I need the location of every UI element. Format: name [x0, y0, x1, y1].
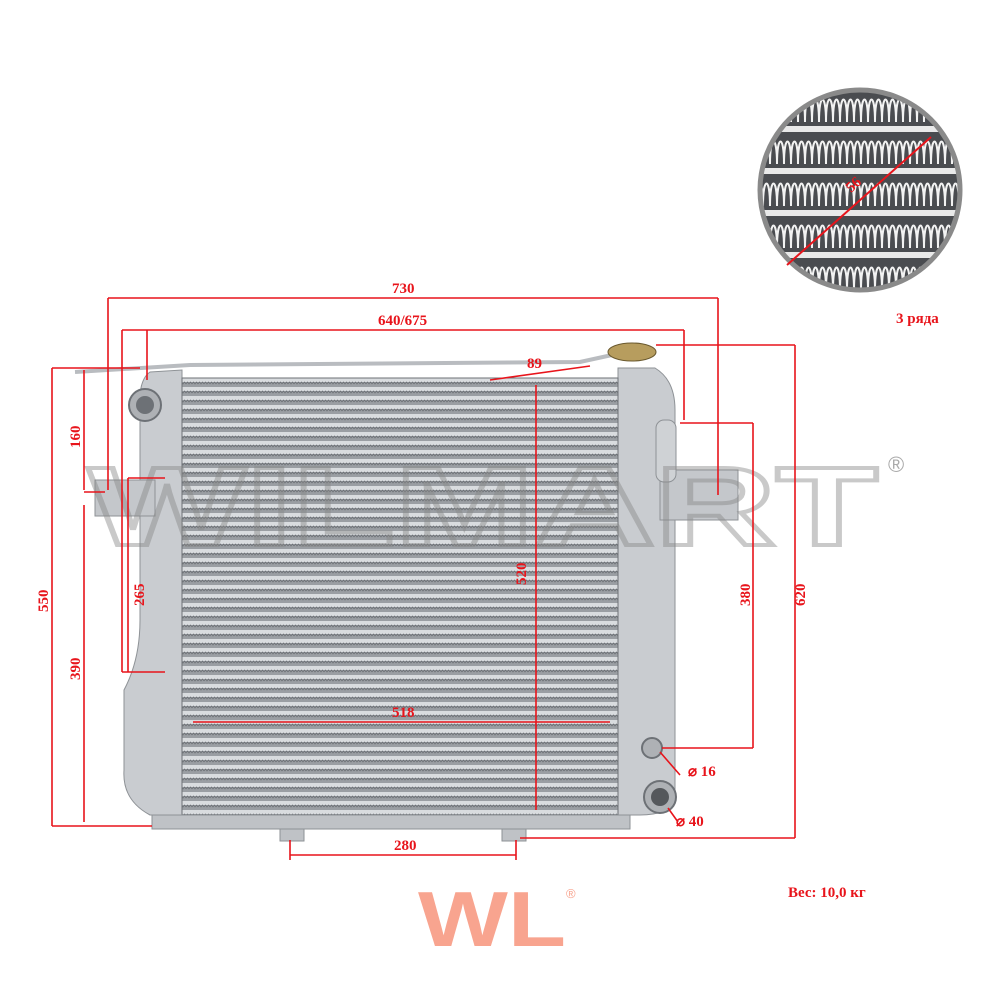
watermark-registered: ® [888, 452, 904, 477]
dimension-lines [51, 297, 796, 860]
foot-right [501, 828, 527, 842]
wl-logo-registered: ® [566, 886, 576, 901]
dim-overall-height-right: 620 [793, 584, 809, 607]
fin-inset [760, 90, 960, 290]
dim-core-height: 520 [514, 563, 530, 586]
dim-cap-offset: 89 [527, 356, 542, 372]
radiator-core [181, 377, 619, 816]
weight-label: Вес: 10,0 кг [788, 885, 866, 901]
dim-overall-width: 730 [392, 281, 415, 297]
dim-core-width: 640/675 [378, 313, 427, 329]
dim-right-pipe-height: 380 [738, 584, 754, 607]
dim-small-pipe-diameter: ⌀ 16 [688, 764, 716, 780]
dim-lower-bracket: 390 [68, 658, 84, 681]
foot-left [279, 828, 305, 842]
dim-overall-height-left: 550 [36, 590, 52, 613]
right-bracket [659, 469, 739, 521]
dim-core-inner-width: 518 [392, 705, 415, 721]
upper-pipe-right [655, 419, 677, 483]
dim-feet-spacing: 280 [394, 838, 417, 854]
inset-rows-label: 3 ряда [896, 311, 939, 327]
dim-top-bracket: 160 [68, 426, 84, 449]
watermark: WILMART [88, 444, 878, 569]
dim-large-pipe-diameter: ⌀ 40 [676, 814, 704, 830]
bottom-rail [151, 814, 631, 830]
dim-bracket-spacing: 265 [132, 584, 148, 607]
left-bracket [94, 479, 156, 517]
wl-logo: WL [418, 875, 566, 963]
small-pipe [641, 737, 663, 759]
radiator-cap [607, 342, 657, 362]
inset-dimension-line [786, 136, 932, 266]
